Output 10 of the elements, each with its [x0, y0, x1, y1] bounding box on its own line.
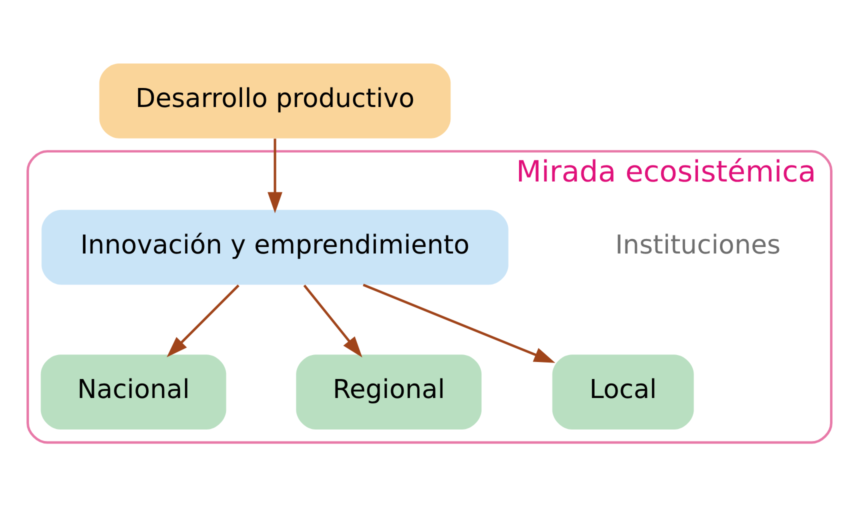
- arrow: [362, 283, 556, 362]
- label: Instituciones: [615, 230, 781, 260]
- arrow: [303, 284, 362, 357]
- arrow: [166, 284, 240, 357]
- node-box: Desarrollo productivo: [99, 63, 451, 138]
- node-box: Regional: [296, 354, 482, 429]
- node-box: Local: [552, 354, 694, 429]
- node-box: Innovación y emprendimiento: [42, 209, 508, 284]
- arrow: [268, 138, 282, 213]
- node-box: Nacional: [40, 354, 226, 429]
